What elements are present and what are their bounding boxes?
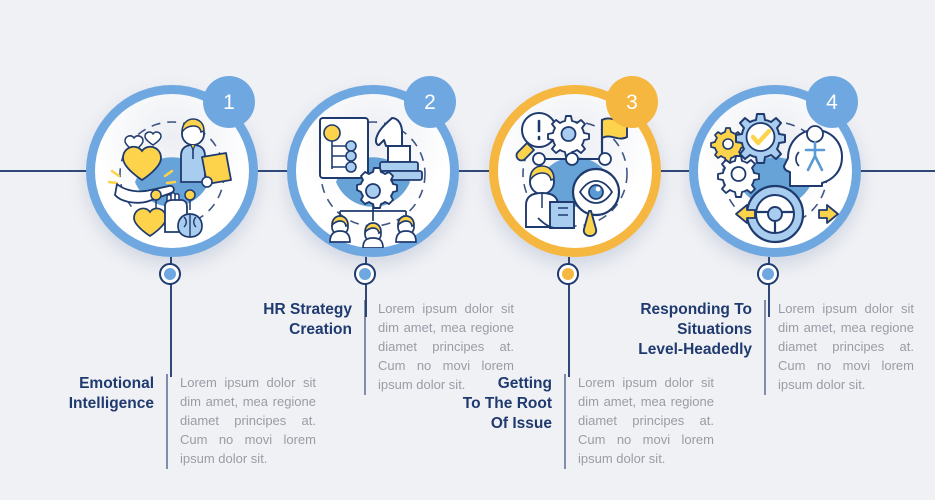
step-divider-1 <box>166 374 168 469</box>
step-description-1: Lorem ipsum dolor sit dim amet, mea regi… <box>180 375 316 466</box>
step-ring-inner-2 <box>296 94 450 248</box>
hr-strategy-icon <box>319 117 426 248</box>
step-dot-2 <box>354 263 376 285</box>
level-headed-response-icon <box>710 113 843 244</box>
root-cause-analysis-icon <box>515 112 628 237</box>
step-title-3: Getting To The Root Of Issue <box>462 375 552 432</box>
step-divider-4 <box>764 300 766 395</box>
emotional-intelligence-icon <box>107 118 232 238</box>
step-description-3: Lorem ipsum dolor sit dim amet, mea regi… <box>578 375 714 466</box>
step-ring-inner-3 <box>498 94 652 248</box>
step-divider-2 <box>364 300 366 395</box>
step-text-2: HR Strategy Creation Lorem ipsum dolor s… <box>228 300 524 395</box>
step-text-4: Responding To Situations Level-Headedly … <box>624 300 924 395</box>
step-number-badge-4: 4 <box>806 76 858 128</box>
step-ring-1 <box>86 85 258 257</box>
step-description-2: Lorem ipsum dolor sit dim amet, mea regi… <box>378 301 514 392</box>
timeline-baseline <box>0 170 935 172</box>
step-stem-4 <box>768 257 770 317</box>
step-title-2: HR Strategy Creation <box>263 301 352 338</box>
step-stem-1 <box>170 257 172 377</box>
step-title-4: Responding To Situations Level-Headedly <box>638 301 752 358</box>
step-text-1: Emotional Intelligence Lorem ipsum dolor… <box>30 374 326 469</box>
step-number-badge-3: 3 <box>606 76 658 128</box>
step-number-badge-1: 1 <box>203 76 255 128</box>
step-stem-3 <box>568 257 570 377</box>
step-title-1: Emotional Intelligence <box>68 375 154 412</box>
step-description-4: Lorem ipsum dolor sit dim amet, mea regi… <box>778 301 914 392</box>
step-dot-4 <box>757 263 779 285</box>
step-divider-3 <box>564 374 566 469</box>
step-dot-1 <box>159 263 181 285</box>
step-text-3: Getting To The Root Of Issue Lorem ipsum… <box>428 374 724 469</box>
step-ring-2 <box>287 85 459 257</box>
step-dot-3 <box>557 263 579 285</box>
step-stem-2 <box>365 257 367 317</box>
step-number-badge-2: 2 <box>404 76 456 128</box>
